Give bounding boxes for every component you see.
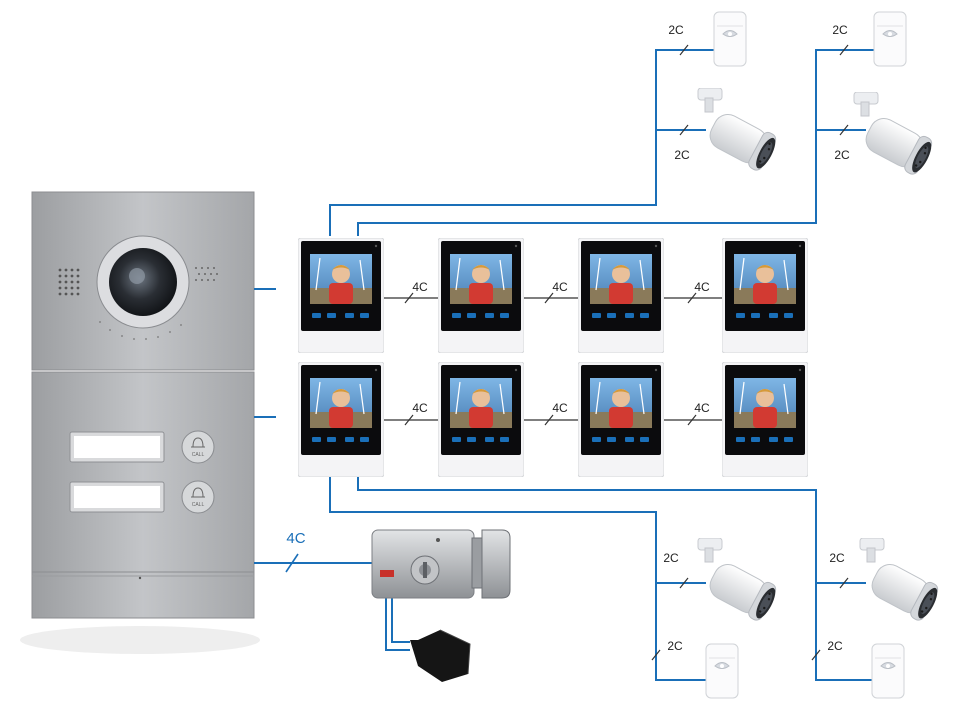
name-plate-1	[69, 431, 165, 463]
power-adapter-icon	[410, 629, 471, 682]
door-station: CALL CALL	[20, 191, 260, 654]
monitor-2-3[interactable]	[578, 362, 664, 477]
speaker-grille-right	[195, 267, 218, 281]
monitor-1-3[interactable]	[578, 238, 664, 353]
camera-label-bottom-1: 2C	[663, 551, 679, 565]
sensor-label-top-2: 2C	[832, 23, 848, 37]
lock-wire-label: 4C	[286, 530, 305, 547]
camera-bottom-1	[697, 538, 781, 625]
call-label-2: CALL	[192, 502, 205, 508]
camera-bottom-2	[859, 538, 943, 625]
monitor-link-label-1-3: 4C	[694, 280, 710, 294]
monitor-link-label-2-3: 4C	[694, 401, 710, 415]
pir-sensor-top-1	[713, 11, 747, 67]
camera-top-2	[853, 92, 937, 179]
pir-sensor-bottom-1	[705, 643, 739, 699]
sensor-label-bottom-1: 2C	[667, 639, 683, 653]
call-label-1: CALL	[192, 452, 205, 458]
call-button-1[interactable]: CALL	[181, 430, 215, 464]
monitor-link-label-2-2: 4C	[552, 401, 568, 415]
monitor-1-1[interactable]	[298, 238, 384, 353]
camera-label-top-2: 2C	[834, 148, 850, 162]
camera-top-1	[697, 88, 781, 175]
bell-icon	[191, 487, 205, 498]
monitor-2-4[interactable]	[722, 362, 808, 477]
monitor-row-1	[298, 238, 808, 353]
camera-label-bottom-2: 2C	[829, 551, 845, 565]
electric-lock	[371, 529, 511, 599]
pir-sensor-bottom-2	[871, 643, 905, 699]
sensor-label-top-1: 2C	[668, 23, 684, 37]
wire-labels: 4C 4C 4C 4C 4C 4C 2C 2C 2C 2C 2C 2C 2C 2…	[286, 23, 850, 653]
monitor-2-1[interactable]	[298, 362, 384, 477]
wiring	[254, 49, 876, 681]
monitor-1-4[interactable]	[722, 238, 808, 353]
camera-lens-icon	[96, 235, 190, 329]
pir-sensor-top-2	[873, 11, 907, 67]
monitor-link-label-2-1: 4C	[412, 401, 428, 415]
monitor-2-2[interactable]	[438, 362, 524, 477]
monitor-1-2[interactable]	[438, 238, 524, 353]
monitor-link-label-1-2: 4C	[552, 280, 568, 294]
monitor-link-label-1-1: 4C	[412, 280, 428, 294]
name-plate-2	[69, 481, 165, 513]
call-button-2[interactable]: CALL	[181, 480, 215, 514]
speaker-grille-left	[58, 268, 80, 296]
lock-wire-slash	[285, 553, 299, 573]
sensor-label-bottom-2: 2C	[827, 639, 843, 653]
camera-label-top-1: 2C	[674, 148, 690, 162]
bell-icon	[191, 437, 205, 448]
mic-dot-arc	[99, 321, 182, 340]
wire-slash-marks	[404, 44, 849, 661]
monitor-links	[384, 297, 722, 421]
